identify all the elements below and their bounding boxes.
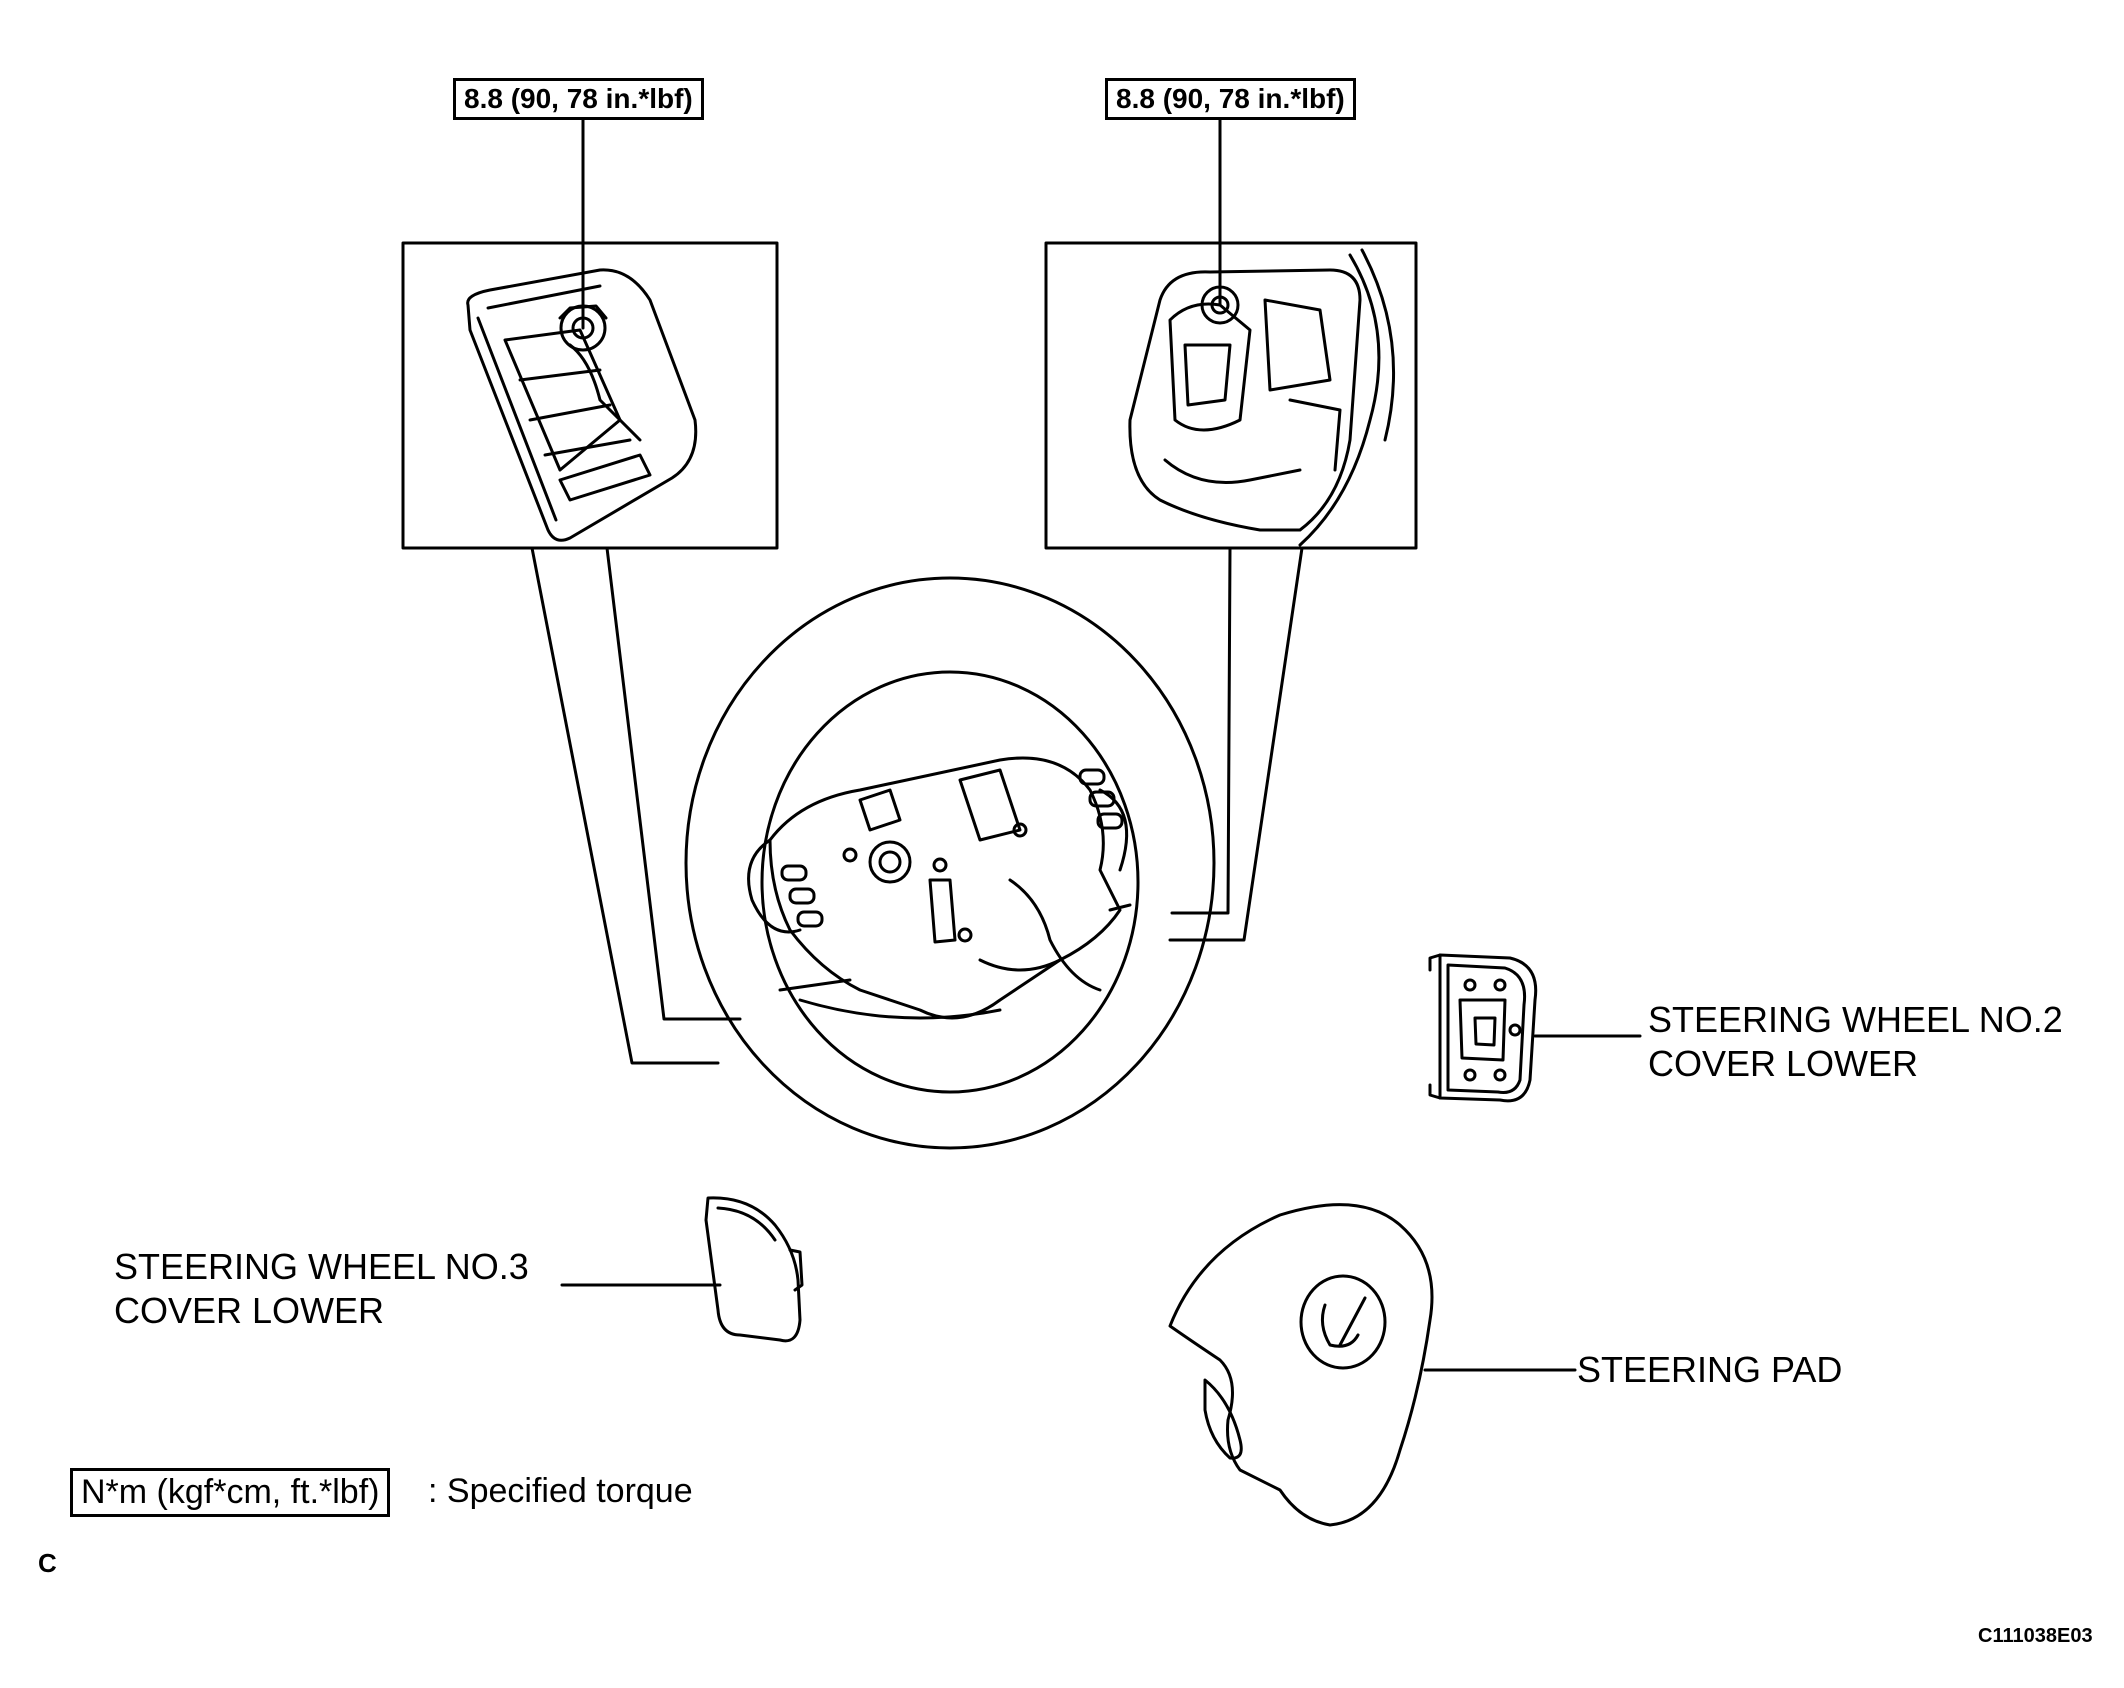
figure-code: C111038E03 [1978, 1625, 2093, 1647]
right-detail-inset [1044, 115, 1418, 942]
label-cover-no3-line2: COVER LOWER [114, 1290, 385, 1331]
torque-label-right: 8.8 (90, 78 in.*lbf) [1105, 78, 1356, 120]
label-cover-no2-line1: STEERING WHEEL NO.2 [1648, 999, 2063, 1040]
left-detail-inset [401, 115, 779, 1065]
cover-no2-part [1428, 953, 1642, 1103]
label-cover-no3-line1: STEERING WHEEL NO.3 [114, 1246, 529, 1287]
torque-label-left: 8.8 (90, 78 in.*lbf) [453, 78, 704, 120]
label-cover-no3: STEERING WHEEL NO.3 COVER LOWER [114, 1245, 529, 1333]
page-letter: C [38, 1548, 57, 1578]
legend-torque-box: N*m (kgf*cm, ft.*lbf) [70, 1468, 391, 1517]
legend-torque-text: : Specified torque [428, 1472, 693, 1510]
steering-wheel [684, 576, 1216, 1150]
label-cover-no2: STEERING WHEEL NO.2 COVER LOWER [1648, 998, 2063, 1086]
label-cover-no2-line2: COVER LOWER [1648, 1043, 1919, 1084]
cover-no3-part [560, 1196, 804, 1343]
label-steering-pad: STEERING PAD [1577, 1349, 1843, 1390]
steering-pad-part [1168, 1203, 1577, 1527]
